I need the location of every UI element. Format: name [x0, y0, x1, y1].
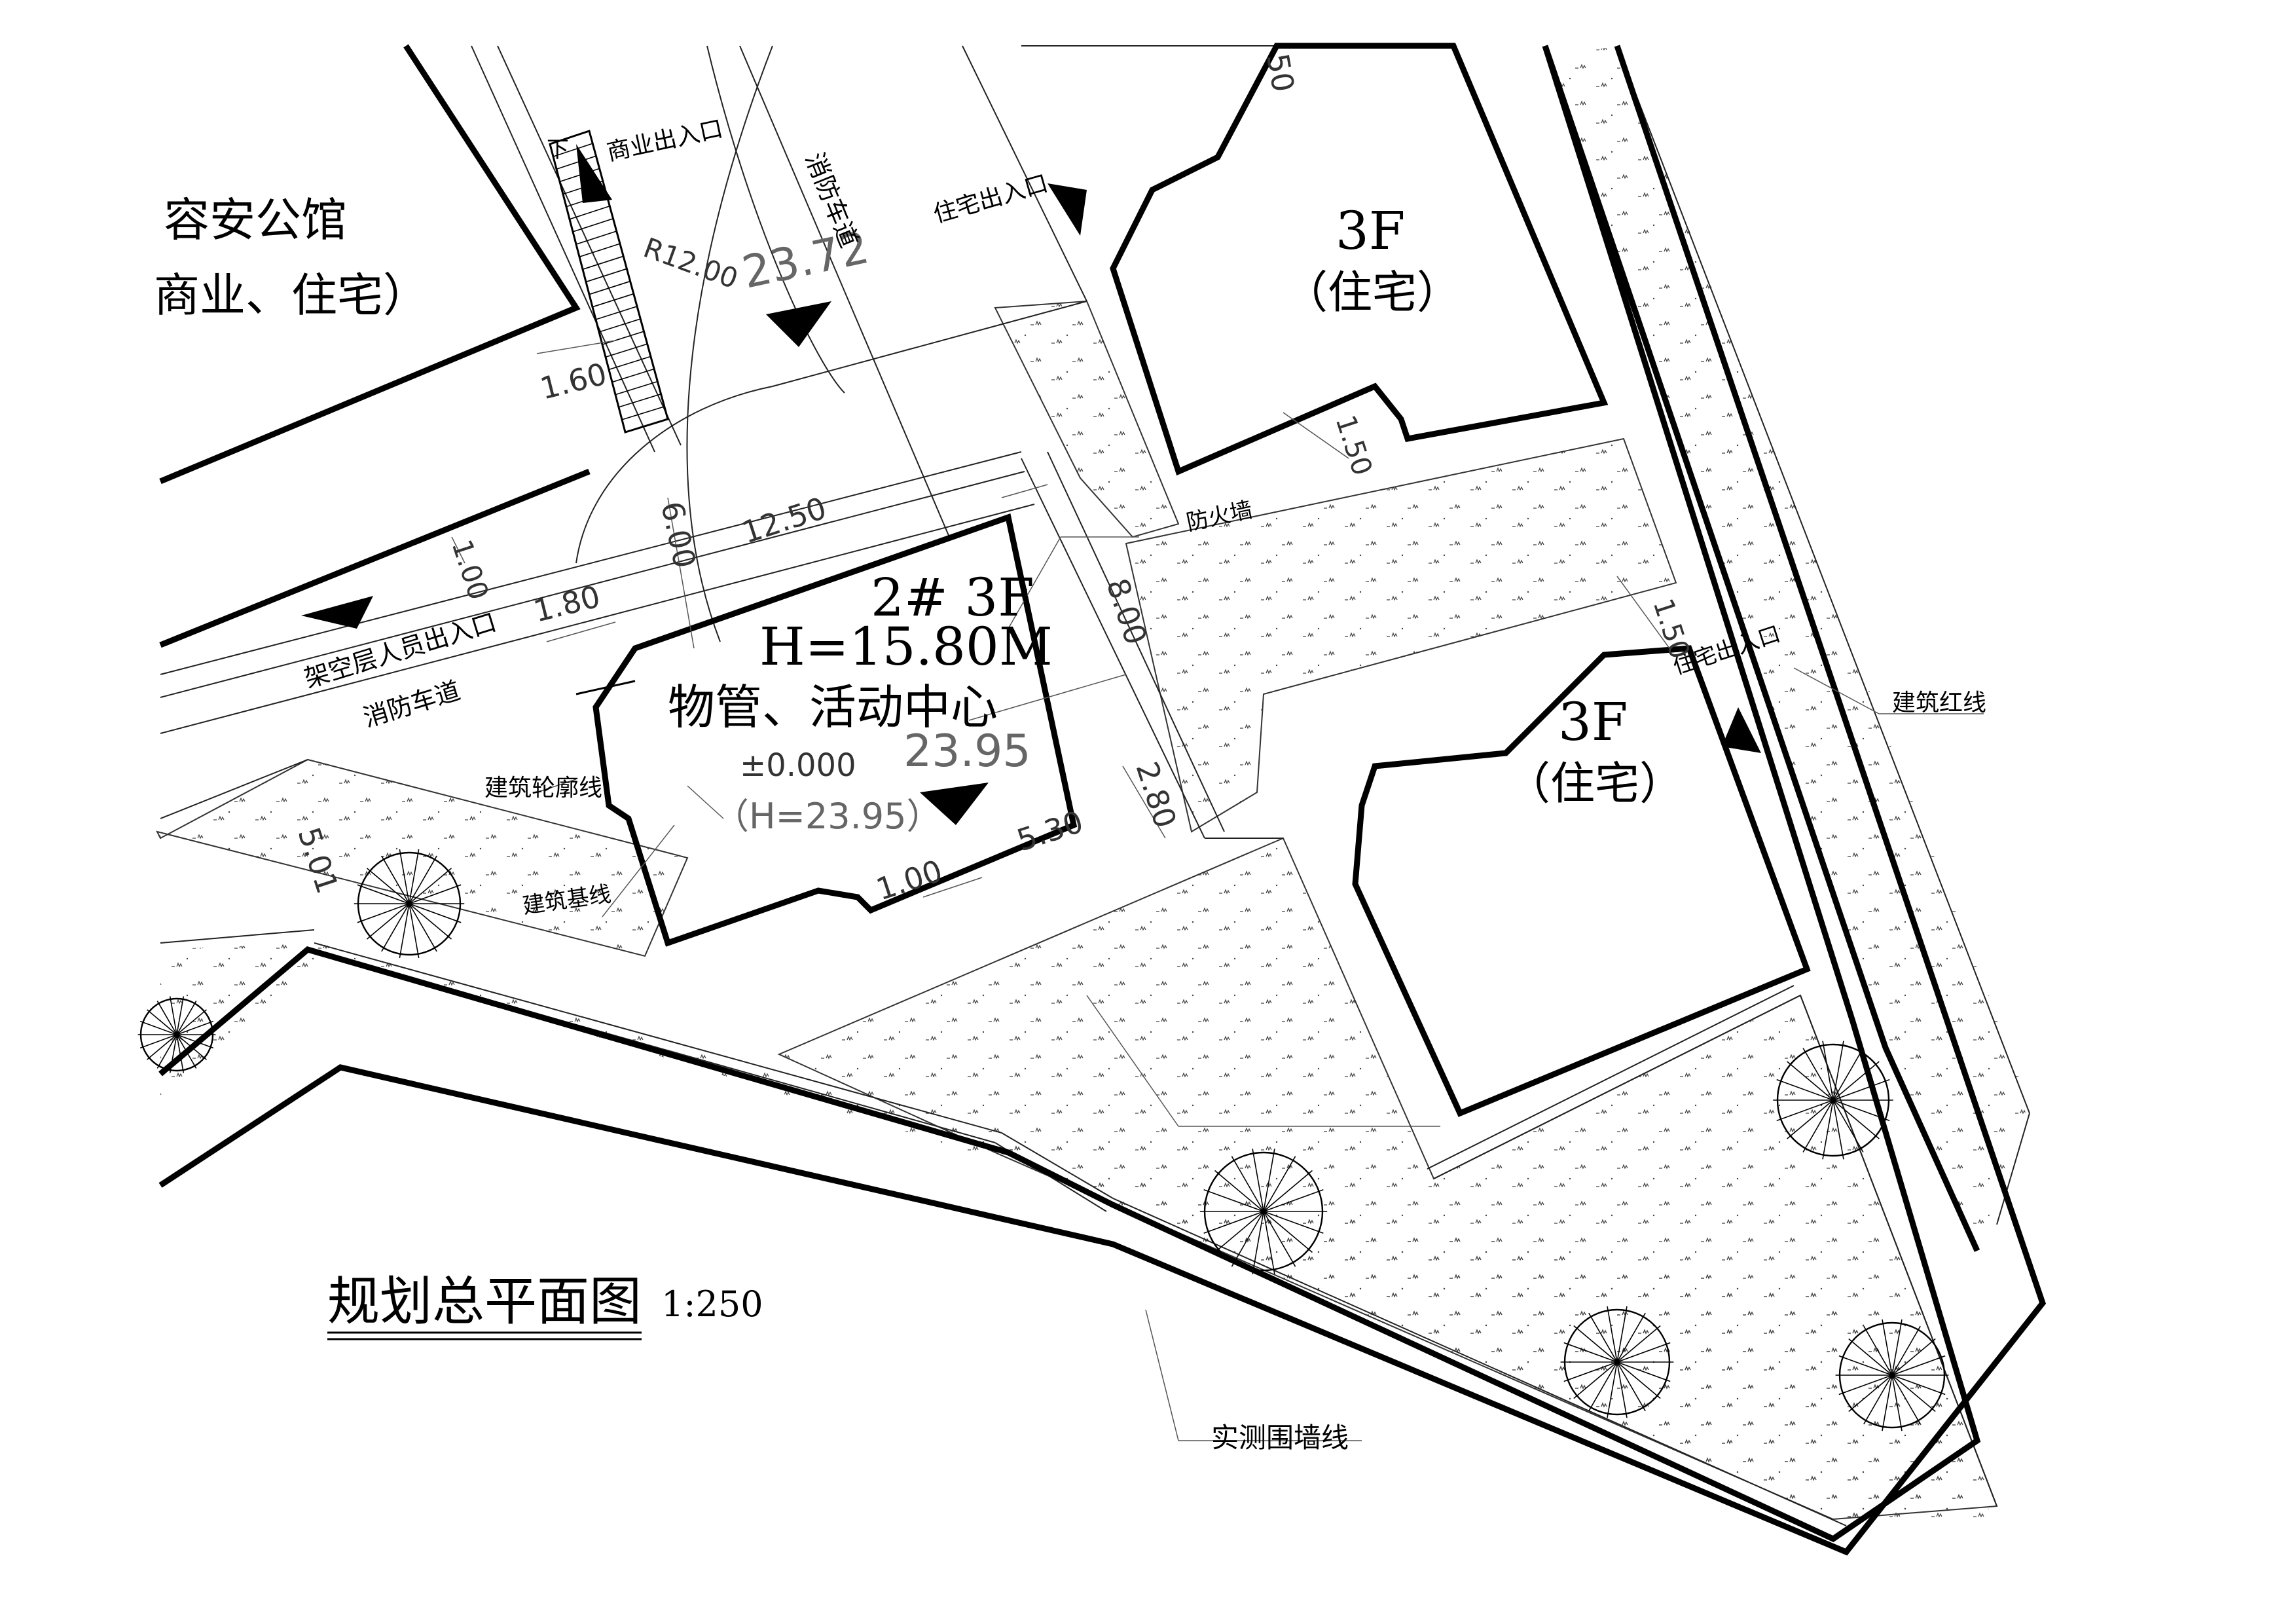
tree-symbol — [137, 996, 216, 1073]
turn-radius: R12.00 — [640, 231, 742, 295]
dim-50: 50 — [1260, 51, 1301, 95]
site-boundary-outer — [158, 45, 2047, 1556]
building-2-name: 2# 3F — [871, 567, 1034, 628]
building-3f-right-use: （住宅） — [1506, 758, 1684, 810]
stair-down-mark: 下 — [547, 137, 569, 163]
dim-1-00-left: 1.00 — [445, 536, 494, 604]
tree-symbol — [354, 849, 465, 959]
building-3f-right-floors: 3F — [1558, 692, 1628, 752]
tree-symbol — [1199, 1149, 1328, 1274]
fire-road-main-label: 消防车道 — [360, 676, 464, 733]
dim-5-30: 5.30 — [1013, 803, 1087, 858]
building-3f-top-floors: 3F — [1336, 200, 1405, 261]
drawing-scale: 1:250 — [661, 1283, 763, 1325]
trees — [137, 849, 1949, 1431]
grass-mid-right — [777, 837, 1998, 1521]
rongan-use: 商业、住宅） — [154, 268, 429, 322]
building-outlines — [158, 43, 2047, 1556]
building-2-outline — [592, 513, 1078, 947]
arrow-residential-entry-right — [1722, 707, 1761, 753]
arrow-commercial-entry — [576, 144, 612, 203]
arrow-road-elev — [766, 301, 831, 347]
dim-1-50-top: 1.50 — [1329, 411, 1378, 479]
dim-1-60: 1.60 — [537, 356, 610, 406]
dimension-lines — [451, 340, 1984, 1441]
building-3f-right-outline — [1352, 645, 1811, 1117]
tree-symbol — [1773, 1041, 1893, 1160]
building-2-use: 物管、活动中心 — [668, 680, 998, 735]
building-redline-label: 建筑红线 — [1892, 690, 1986, 716]
rongan-lower-outline — [159, 468, 591, 648]
building-2-elevation: 23.95 — [903, 726, 1031, 777]
building-2-height: H=15.80M — [759, 616, 1053, 677]
building-outline-label: 建筑轮廓线 — [484, 775, 602, 802]
arrow-stilt-entry — [301, 596, 373, 629]
drawing-title-text: 规划总平面图 — [327, 1271, 642, 1332]
building-3f-top-use: （住宅） — [1283, 267, 1461, 319]
building-2-zero: ±0.000 — [740, 747, 856, 784]
grass-right-strip — [1545, 46, 2030, 1251]
drawing-title: 规划总平面图 1:250 — [327, 1271, 763, 1340]
arrow-residential-entry-top — [1048, 183, 1087, 236]
dim-1-80: 1.80 — [530, 578, 604, 629]
building-2-h: （H=23.95） — [714, 796, 941, 837]
dim-1-00-bottom: 1.00 — [872, 853, 947, 907]
entry-arrows — [301, 144, 1761, 825]
tree-symbol — [1560, 1306, 1674, 1418]
arrow-bldg2-elev — [920, 783, 989, 825]
grass-top-center — [994, 300, 1180, 538]
dim-2-80: 2.80 — [1129, 758, 1184, 832]
commercial-entry-label: 商业出入口 — [604, 115, 725, 166]
surveyed-wall-label: 实测围墙线 — [1211, 1422, 1349, 1454]
stair-hatch — [549, 130, 669, 434]
grass-center — [1125, 437, 1677, 833]
landscape-areas — [156, 46, 2030, 1532]
site-boundary-inner — [158, 45, 1981, 1543]
rongan-name: 容安公馆 — [164, 193, 347, 247]
dim-12-50: 12.50 — [738, 490, 831, 550]
rongan-building-outline — [159, 44, 581, 485]
dim-6-00: 6.00 — [654, 498, 702, 571]
building-3f-top-outline — [1110, 43, 1609, 476]
right-redline — [1542, 45, 1980, 1252]
grass-bottom-left — [156, 758, 689, 957]
residential-entry-top-label: 住宅出入口 — [930, 170, 1051, 229]
tree-symbol — [1835, 1319, 1949, 1431]
